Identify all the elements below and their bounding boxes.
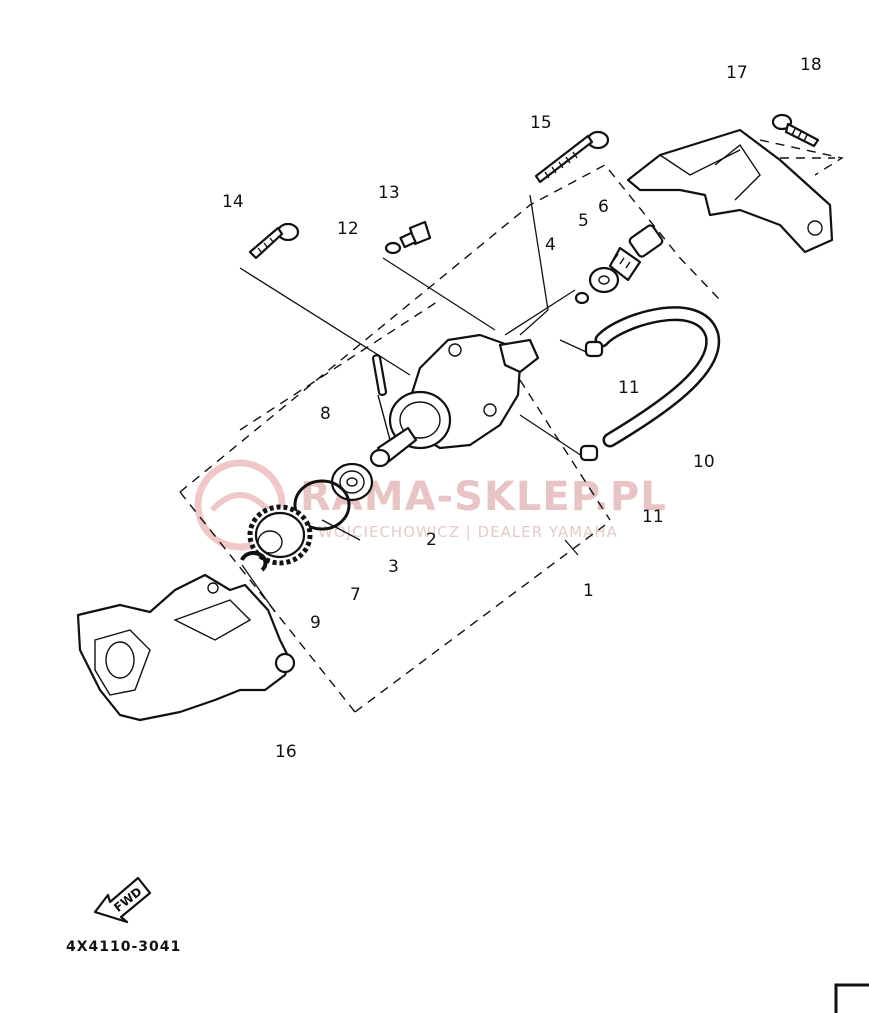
part-2-bearing xyxy=(330,462,374,502)
callout-7: 7 xyxy=(350,585,361,605)
callout-9: 9 xyxy=(310,613,321,633)
part-4-washer xyxy=(574,291,590,305)
part-9-circlip xyxy=(240,551,268,572)
watermark-logo-icon xyxy=(194,459,286,551)
fwd-arrow-icon xyxy=(93,876,152,924)
part-15-bolt xyxy=(534,130,610,184)
part-3-o-ring xyxy=(293,479,351,531)
callout-12: 12 xyxy=(337,219,359,239)
part-6-plug xyxy=(608,224,664,282)
callout-8: 8 xyxy=(320,404,331,424)
part-17-cover xyxy=(626,128,834,254)
part-13-bolt xyxy=(399,220,432,249)
assembly-boundary xyxy=(179,139,844,713)
part-8-pin xyxy=(371,354,391,441)
callout-14: 14 xyxy=(222,192,244,212)
callout-11-upper: 11 xyxy=(618,378,640,398)
part-10-hose xyxy=(594,306,721,448)
part-11-clip-lower xyxy=(579,444,599,462)
callouts: 1 2 3 4 5 6 7 8 9 10 11 11 12 13 14 15 1… xyxy=(222,55,822,762)
part-14-bolt xyxy=(248,222,300,260)
pump-body xyxy=(369,333,540,468)
callout-17: 17 xyxy=(726,63,748,83)
callout-3: 3 xyxy=(388,557,399,577)
watermark-logo-mark-icon xyxy=(209,492,271,513)
callout-4: 4 xyxy=(545,235,556,255)
part-18-screw xyxy=(771,113,820,148)
part-5-nut xyxy=(588,266,620,294)
callout-11-lower: 11 xyxy=(642,507,664,527)
callout-6: 6 xyxy=(598,197,609,217)
part-16-housing xyxy=(76,573,296,722)
callout-5: 5 xyxy=(578,211,589,231)
part-code: 4X4110-3041 xyxy=(66,939,181,955)
corner-mark xyxy=(834,983,869,1013)
callout-18: 18 xyxy=(800,55,822,75)
watermark-tagline: WOJCIECHOWICZ | DEALER YAMAHA xyxy=(318,523,618,541)
part-11-clip-upper xyxy=(584,340,604,358)
fwd-arrow: FWD xyxy=(93,876,152,924)
part-7-gear xyxy=(247,504,313,566)
callout-10: 10 xyxy=(693,452,715,472)
callout-2: 2 xyxy=(426,530,437,550)
part-12-washer xyxy=(384,241,402,255)
callout-1: 1 xyxy=(583,581,594,601)
callout-13: 13 xyxy=(378,183,400,203)
callout-16: 16 xyxy=(275,742,297,762)
callout-15: 15 xyxy=(530,113,552,133)
